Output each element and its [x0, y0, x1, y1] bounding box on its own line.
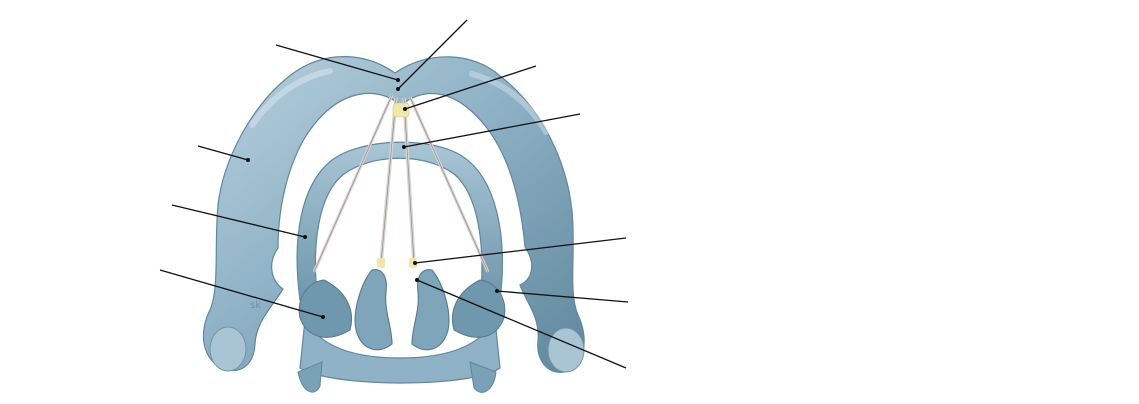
arytenoid-cartilages — [298, 269, 506, 351]
watermark: sk — [250, 300, 262, 311]
leader-left-upper — [197, 145, 249, 161]
vocal-ligaments — [312, 94, 490, 273]
leader-right-1 — [414, 237, 627, 264]
leader-lines — [159, 19, 629, 369]
leader-right-2 — [496, 290, 629, 303]
leader-right-3 — [416, 279, 627, 369]
leader-top-center — [397, 19, 468, 90]
cricoid-cartilage — [296, 141, 503, 393]
leader-upper-right-2 — [403, 113, 581, 148]
leader-right-3-dot — [415, 278, 419, 282]
leader-right-2-dot — [495, 289, 499, 293]
leader-left-middle — [171, 204, 306, 238]
leader-right-1-dot — [413, 261, 417, 265]
leader-top-left-dot — [396, 78, 400, 82]
leader-left-lower — [159, 269, 324, 318]
thyroid-cartilage — [202, 56, 585, 373]
leader-left-middle-dot — [303, 235, 307, 239]
leader-left-upper-dot — [246, 158, 250, 162]
leader-top-center-dot — [396, 87, 400, 91]
leader-upper-right-1 — [404, 65, 537, 110]
leader-upper-right-2-dot — [402, 145, 406, 149]
leader-top-left — [275, 44, 399, 81]
leader-upper-right-1-dot — [403, 107, 407, 111]
leader-left-lower-dot — [321, 315, 325, 319]
